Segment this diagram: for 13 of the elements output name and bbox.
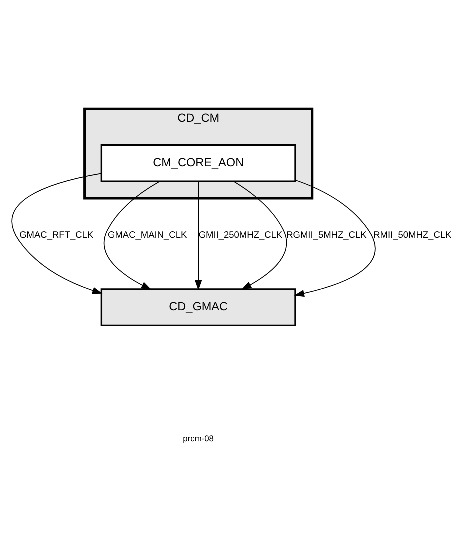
arrow: [195, 180, 202, 290]
edge-label: RMII_50MHZ_CLK: [374, 229, 452, 240]
edge-label: RGMII_5MHZ_CLK: [286, 229, 367, 240]
label: prcm-08: [183, 433, 214, 444]
arrow: [104, 180, 160, 290]
node-box: CM_CORE_AON: [100, 144, 296, 182]
edge-label: GMII_250MHZ_CLK: [198, 229, 283, 240]
arrow: [12, 172, 103, 294]
edge-label: GMAC_RFT_CLK: [20, 229, 94, 240]
edge-label: GMAC_MAIN_CLK: [108, 229, 188, 240]
arrow: [294, 179, 376, 297]
arrow: [233, 180, 288, 290]
node-box: CD_GMAC: [100, 288, 296, 326]
